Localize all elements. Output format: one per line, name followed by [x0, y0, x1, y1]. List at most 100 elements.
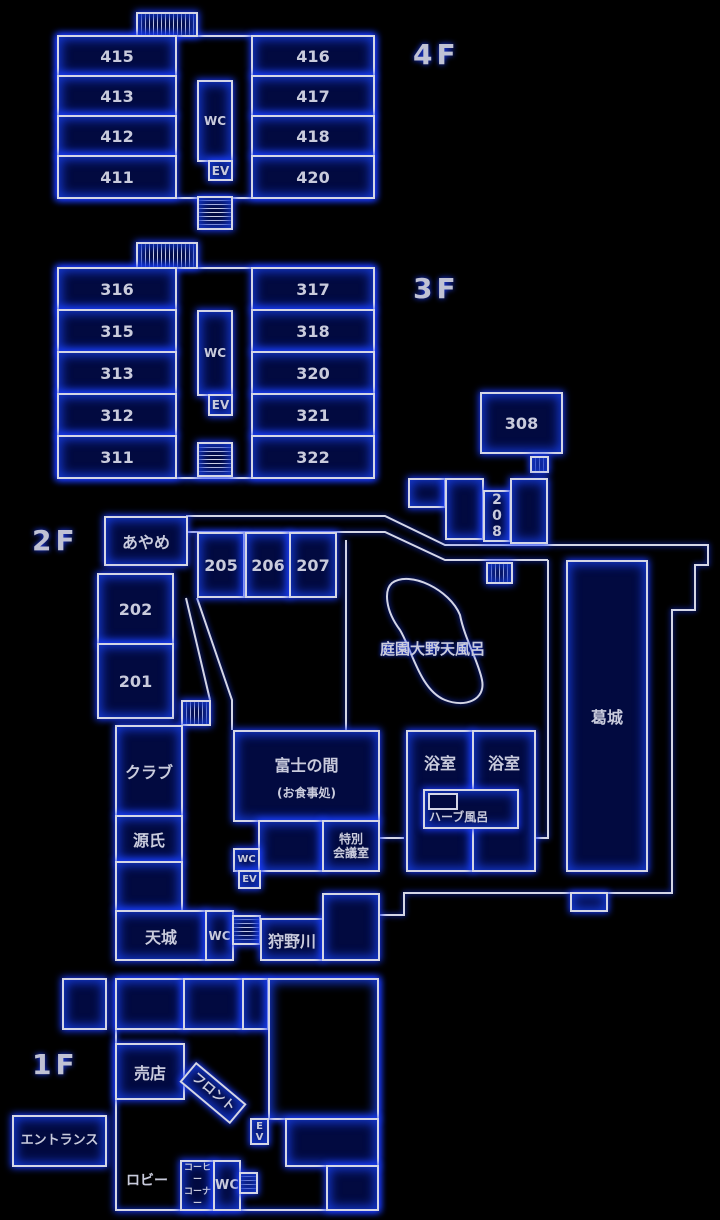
stairs	[486, 562, 513, 584]
room-entrance[interactable]: エントランス	[12, 1115, 107, 1167]
room-fuji[interactable]: 富士の間 (お食事処)	[233, 730, 380, 822]
room-1f-blank	[242, 978, 269, 1030]
garden-pond	[386, 577, 484, 705]
room-club[interactable]: クラブ	[115, 725, 183, 817]
wall	[185, 597, 211, 701]
ev-label: EV	[211, 398, 230, 412]
room-label: 318	[296, 321, 330, 341]
room-416[interactable]: 416	[251, 35, 375, 77]
room-316[interactable]: 316	[57, 267, 177, 311]
ev-label: EV	[242, 873, 257, 885]
room-shop[interactable]: 売店	[115, 1043, 185, 1100]
room-label: 浴室	[487, 754, 520, 773]
room-207[interactable]: 207	[289, 532, 337, 598]
room-label: 308	[504, 413, 539, 433]
room-label: 源氏	[132, 831, 165, 850]
room-1f-large	[268, 978, 379, 1120]
room-amagi[interactable]: 天城	[115, 910, 207, 961]
room-417[interactable]: 417	[251, 75, 375, 117]
room-label: 208	[489, 492, 505, 540]
room-label: 322	[296, 447, 330, 467]
room-2f-upper	[510, 478, 548, 544]
room-308[interactable]: 308	[480, 392, 563, 454]
room-2f-blank	[115, 861, 183, 912]
room-1f-blank	[115, 978, 185, 1030]
room-kanogawa[interactable]: 狩野川	[260, 918, 324, 961]
room-herb-bath[interactable]: ハーブ風呂	[423, 789, 519, 829]
room-special-meeting[interactable]: 特別 会議室	[322, 820, 380, 872]
ev-label: E	[256, 1120, 263, 1132]
room-label: 特別	[338, 832, 363, 846]
room-label: 412	[100, 126, 134, 146]
room-311[interactable]: 311	[57, 435, 177, 479]
room-label: 205	[204, 555, 238, 575]
room-418[interactable]: 418	[251, 115, 375, 157]
room-206[interactable]: 206	[245, 532, 291, 598]
stairs	[239, 1172, 258, 1194]
room-label: 413	[100, 86, 134, 106]
room-1f-blank	[183, 978, 244, 1030]
room-label: ハーブ風呂	[429, 810, 489, 824]
room-320[interactable]: 320	[251, 351, 375, 395]
room-label: 415	[100, 46, 134, 66]
room-label: 狩野川	[267, 931, 316, 951]
room-label: 天城	[144, 927, 177, 947]
room-label: 207	[296, 555, 330, 575]
stairs	[181, 700, 211, 726]
room-2f-blank	[322, 893, 380, 961]
room-2f-blank	[570, 892, 608, 912]
room-205[interactable]: 205	[197, 532, 245, 598]
lobby-label: ロビー	[126, 1173, 168, 1189]
floor-label-3f: 3F	[413, 272, 460, 305]
wc-2f-lower: WC	[205, 910, 234, 961]
room-genji[interactable]: 源氏	[115, 815, 183, 863]
room-label: 315	[100, 321, 134, 341]
room-label: 420	[296, 167, 330, 187]
room-label: 201	[118, 671, 153, 691]
room-2f-upper	[408, 478, 446, 508]
wc-label: WC	[203, 114, 227, 128]
room-415[interactable]: 415	[57, 35, 177, 77]
room-label: 312	[100, 405, 134, 425]
floor-label-1f: 1F	[32, 1048, 79, 1081]
room-208[interactable]: 208	[483, 490, 511, 542]
room-202[interactable]: 202	[97, 573, 174, 645]
garden-bath-label: 庭園大野天風呂	[380, 640, 486, 658]
room-label: 418	[296, 126, 330, 146]
room-sublabel: (お食事処)	[277, 786, 336, 800]
room-label: 売店	[133, 1063, 166, 1083]
room-label: 浴室	[423, 754, 456, 773]
wall	[196, 597, 233, 730]
room-label: 311	[100, 447, 134, 467]
elevator-1f: E V	[250, 1118, 269, 1145]
coffee-corner[interactable]: コーヒー コーナー	[180, 1160, 215, 1211]
room-label: 206	[251, 555, 285, 575]
room-label: あやめ	[121, 533, 170, 552]
room-ayame[interactable]: あやめ	[104, 516, 188, 566]
wc-label: WC	[215, 1177, 239, 1193]
room-label: 321	[296, 405, 330, 425]
room-318[interactable]: 318	[251, 309, 375, 353]
elevator-2f: EV	[238, 870, 261, 889]
stairs	[530, 456, 549, 473]
room-2f-blank	[258, 820, 324, 872]
wall	[186, 515, 709, 916]
wc-1f: WC	[213, 1160, 241, 1211]
room-420[interactable]: 420	[251, 155, 375, 199]
room-412[interactable]: 412	[57, 115, 177, 157]
room-321[interactable]: 321	[251, 393, 375, 437]
room-label: 313	[100, 363, 134, 383]
room-322[interactable]: 322	[251, 435, 375, 479]
floor-label-4f: 4F	[413, 38, 460, 71]
room-201[interactable]: 201	[97, 643, 174, 719]
wc-3f: WC	[197, 310, 233, 396]
room-label: 葛城	[590, 708, 623, 727]
room-label: エントランス	[20, 1133, 99, 1148]
room-label: コーヒー	[183, 1162, 211, 1185]
floor-label-2f: 2F	[32, 524, 79, 557]
room-label: 417	[296, 86, 330, 106]
wc-label: WC	[203, 346, 227, 360]
room-label: 富士の間	[274, 756, 339, 775]
room-411[interactable]: 411	[57, 155, 177, 199]
room-katsuragi[interactable]: 葛城	[566, 560, 648, 872]
